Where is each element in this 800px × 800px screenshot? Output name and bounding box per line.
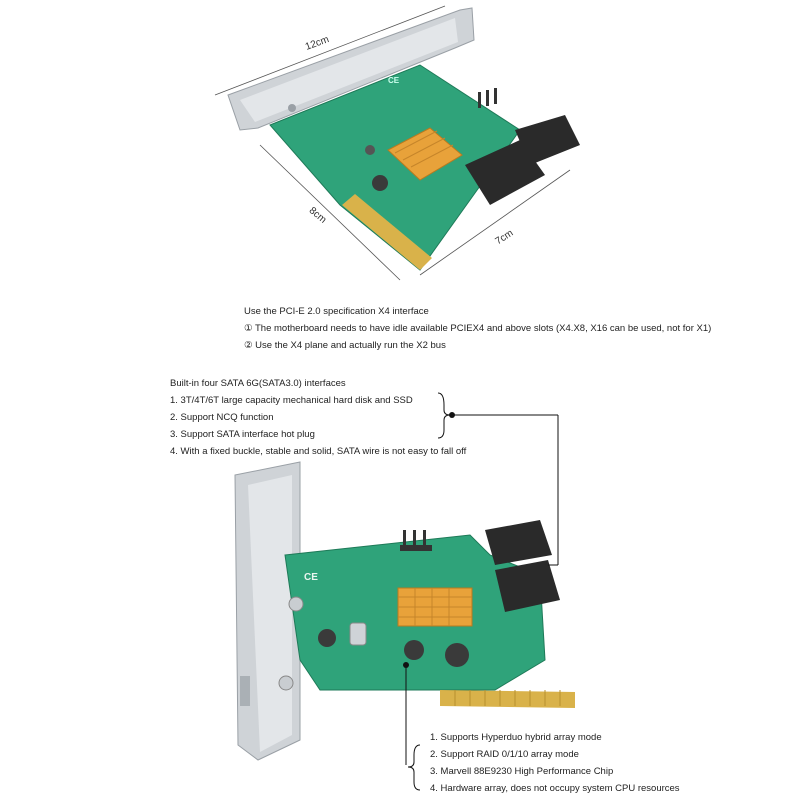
sata-item-3: 3. Support SATA interface hot plug — [170, 429, 315, 440]
interface-note-2: ② Use the X4 plane and actually run the … — [244, 340, 446, 351]
ce-mark-bottom: CE — [304, 572, 318, 583]
pcb-top — [269, 64, 580, 271]
sata-title: Built-in four SATA 6G(SATA3.0) interface… — [170, 378, 346, 389]
pcb-bottom — [278, 520, 575, 708]
bracket-bottom — [234, 461, 301, 761]
feature-1: 1. Supports Hyperduo hybrid array mode — [430, 732, 602, 743]
callout-dot-chip — [403, 662, 409, 668]
interface-note-1: ① The motherboard needs to have idle ava… — [244, 323, 711, 334]
dimension-lines-top — [214, 5, 571, 281]
sata-item-1: 1. 3T/4T/6T large capacity mechanical ha… — [170, 395, 413, 406]
note-marker: ② — [244, 340, 253, 351]
sata-item-2: 2. Support NCQ function — [170, 412, 274, 423]
note-text: The motherboard needs to have idle avail… — [255, 323, 712, 334]
callout-dot-sata — [449, 412, 455, 418]
interface-title: Use the PCI-E 2.0 specification X4 inter… — [244, 306, 429, 317]
feature-4: 4. Hardware array, does not occupy syste… — [430, 783, 680, 794]
feature-3: 3. Marvell 88E9230 High Performance Chip — [430, 766, 614, 777]
note-text: Use the X4 plane and actually run the X2… — [255, 340, 446, 351]
note-marker: ① — [244, 323, 253, 334]
sata-item-4: 4. With a fixed buckle, stable and solid… — [170, 446, 467, 457]
callout-lines — [405, 392, 559, 791]
bracket-top — [227, 7, 475, 131]
feature-2: 2. Support RAID 0/1/10 array mode — [430, 749, 579, 760]
ce-mark-top: CE — [388, 76, 400, 85]
